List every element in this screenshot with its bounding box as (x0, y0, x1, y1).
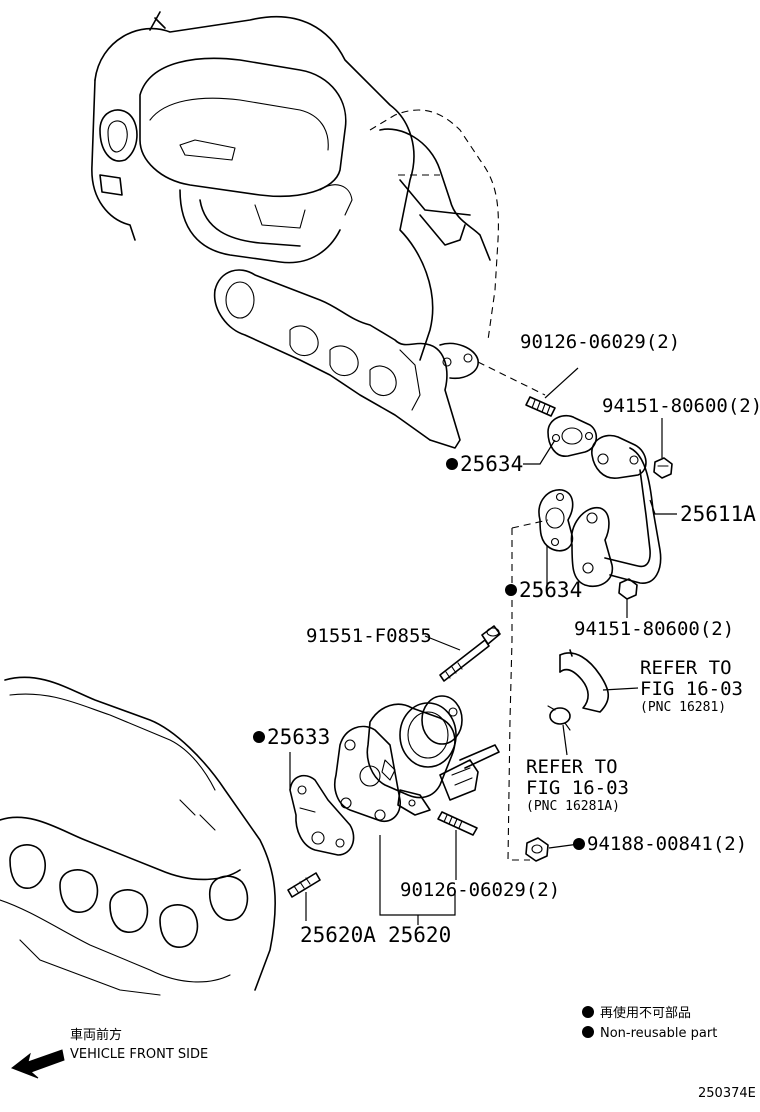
non-reusable-marker-flange-nut (573, 838, 585, 850)
alignment-line (507, 528, 530, 861)
arrow-left-icon (10, 1049, 65, 1079)
label-flange-nut: 94188-00841(2) (587, 833, 747, 855)
nut-upper-drawing (653, 457, 673, 479)
middle-hardware (538, 489, 638, 600)
egr-valve-drawing (334, 695, 500, 822)
legend-en-text: Non-reusable part (600, 1026, 717, 1041)
flange-nut-drawing (525, 837, 549, 862)
leader-lines (289, 367, 677, 925)
label-gasket-valve: 25633 (267, 725, 330, 749)
alignment-line-2 (511, 519, 549, 529)
ref2-line1: REFER TO (526, 756, 618, 778)
upper-hardware (525, 396, 673, 479)
label-nut-lower: 94151-80600(2) (574, 618, 734, 640)
cylinder-head-illustration (0, 676, 276, 996)
non-reusable-marker-gasket-middle (505, 584, 517, 596)
bolt-drawing (439, 625, 501, 682)
label-gasket-middle: 25634 (519, 578, 582, 602)
figure-id: 250374E (698, 1086, 756, 1101)
ref2-line2: FIG 16-03 (526, 777, 629, 799)
stud-plate-drawing (287, 872, 321, 898)
label-gasket-upper: 25634 (460, 452, 523, 476)
hose-drawing (559, 649, 610, 713)
legend: 再使用不可部品 Non-reusable part (582, 1005, 717, 1041)
legend-dot-jp (582, 1006, 594, 1018)
non-reusable-marker-gasket-valve (253, 731, 265, 743)
label-stud-upper: 90126-06029(2) (520, 331, 680, 353)
label-egr-valve: 25620 (388, 923, 451, 947)
orientation-indicator: 車両前方 VEHICLE FRONT SIDE (10, 1027, 208, 1079)
label-stud-lower: 90126-06029(2) (400, 879, 560, 901)
stud-lower-drawing (437, 811, 478, 836)
legend-jp-text: 再使用不可部品 (600, 1005, 691, 1021)
non-reusable-marker-gasket-upper (446, 458, 458, 470)
label-egr-pipe: 25611A (680, 502, 756, 526)
clamp-drawing (547, 705, 571, 731)
orientation-jp-text: 車両前方 (70, 1027, 122, 1043)
ref1-line2: FIG 16-03 (640, 678, 743, 700)
gasket-upper-drawing (547, 414, 598, 457)
intake-manifold-illustration (91, 11, 546, 449)
ref1-line1: REFER TO (640, 657, 732, 679)
ref1-line3: (PNC 16281) (640, 700, 726, 715)
label-bolt: 91551-F0855 (306, 625, 432, 647)
orientation-en-text: VEHICLE FRONT SIDE (70, 1047, 208, 1062)
egr-pipe-drawing (570, 434, 662, 587)
gasket-valve-drawing (289, 774, 355, 856)
ref2-line3: (PNC 16281A) (526, 799, 620, 814)
legend-dot-en (582, 1026, 594, 1038)
stud-upper-drawing (525, 396, 556, 417)
label-nut-upper: 94151-80600(2) (602, 395, 760, 417)
label-stud-plate: 25620A (300, 923, 376, 947)
